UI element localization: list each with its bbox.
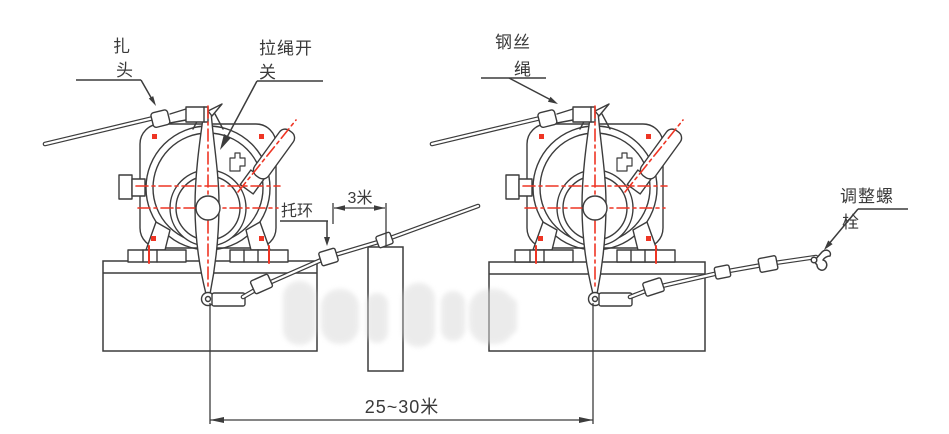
adjusting-bolt-text-line1: 调整螺 (840, 187, 894, 206)
dimension-25-30m-text: 25~30米 (365, 397, 440, 417)
dimension-25-30m: 25~30米 (209, 303, 594, 424)
adjusting-bolt-hook (810, 249, 832, 271)
steel-wire-rope-text-line1: 钢丝 (495, 33, 531, 52)
support-ring-text: 托环 (281, 202, 313, 220)
label-pull-rope-switch: 拉绳开 关 (220, 39, 323, 150)
leader-arrow (220, 134, 231, 150)
callout-labels: 扎 头 拉绳开 关 钢丝 绳 (76, 33, 908, 250)
pull-rope-switch-text-line1: 拉绳开 (259, 39, 313, 58)
left-bottom-wire-rope (240, 203, 481, 300)
right-bottom-wire-rope (627, 249, 832, 300)
dimension-3m: 3米 (332, 189, 387, 246)
watermark (283, 281, 517, 347)
leader-arrow (824, 240, 833, 250)
support-ring (318, 247, 339, 267)
tie-head-text-line1: 扎 (113, 37, 131, 56)
rope-connector (375, 231, 394, 249)
tie-head-text-line2: 头 (116, 61, 134, 80)
label-support-ring: 托环 (280, 202, 330, 246)
adjusting-bolt-text-line2: 栓 (842, 213, 860, 232)
rope-connector (757, 255, 779, 273)
leader-arrow (324, 237, 330, 246)
dimension-3m-text: 3米 (348, 189, 373, 207)
pull-rope-switch-text-line2: 关 (259, 63, 277, 82)
label-tie-head: 扎 头 (76, 37, 156, 106)
leader-arrow (148, 96, 156, 106)
dimensions: 3米 25~30米 (209, 189, 594, 424)
label-adjusting-bolt: 调整螺 栓 (824, 187, 908, 250)
leader-arrow (547, 96, 558, 104)
rope-turnbuckle (249, 273, 274, 295)
label-steel-wire-rope: 钢丝 绳 (481, 33, 558, 104)
rope-connector (713, 264, 732, 280)
steel-wire-rope-text-line2: 绳 (514, 60, 532, 79)
rope-turnbuckle (642, 277, 665, 297)
